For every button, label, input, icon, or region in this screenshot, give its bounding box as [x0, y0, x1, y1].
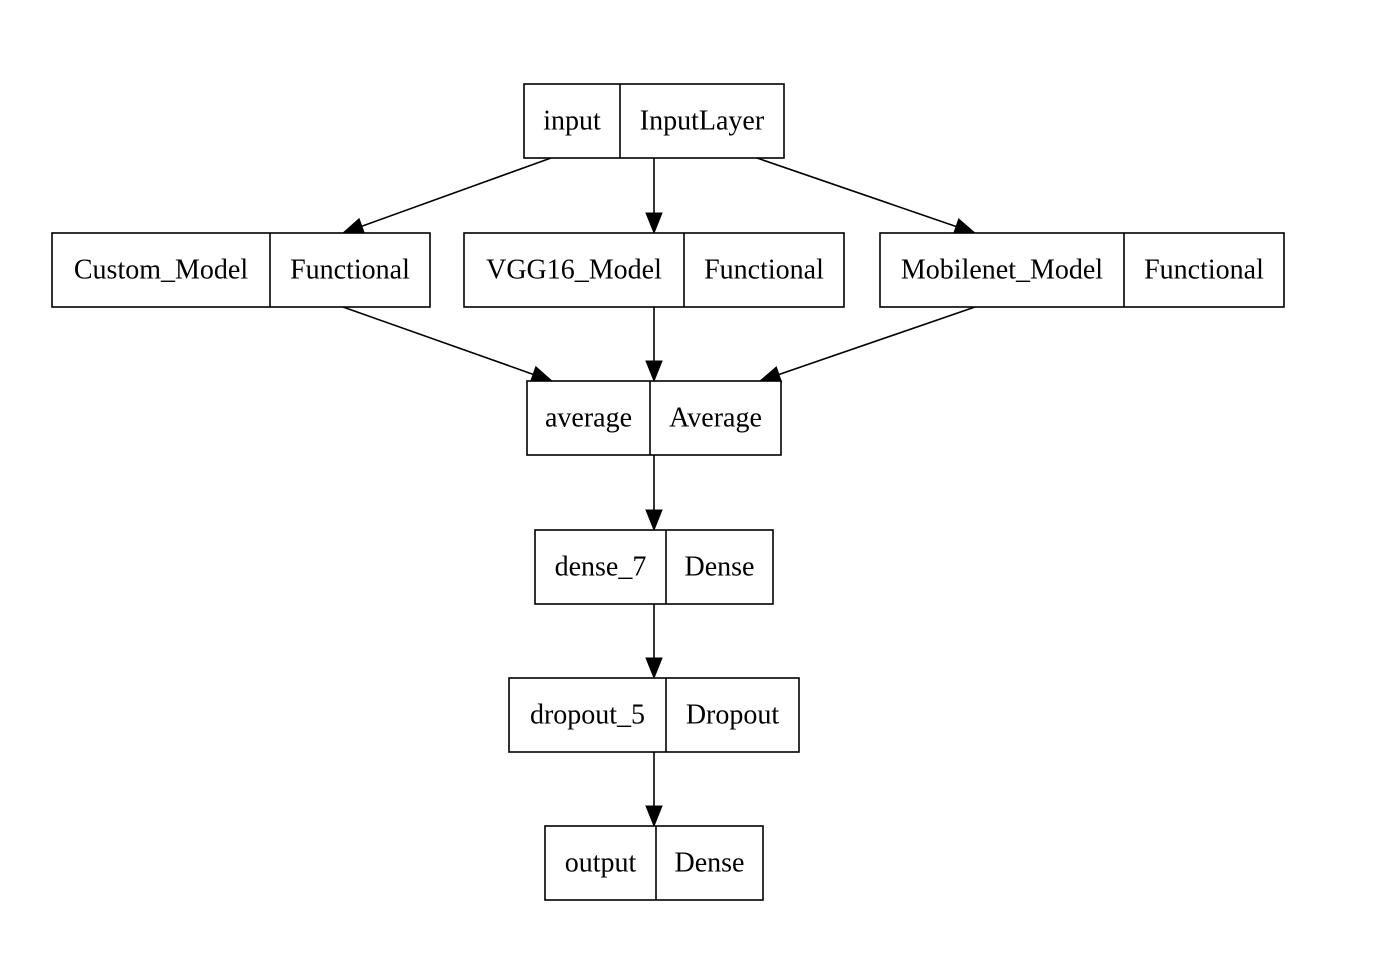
edge-average-to-dense7 [645, 455, 663, 532]
arrowhead [758, 366, 783, 383]
edge-line [778, 306, 976, 376]
arrowhead [645, 360, 663, 383]
node-average: average Average [526, 380, 782, 456]
node-name-label: dense_7 [555, 552, 647, 583]
node-type-label: Average [669, 403, 762, 434]
node-type-label: Dropout [686, 700, 780, 731]
edge-custom-to-average [342, 306, 554, 383]
node-input: input InputLayer [523, 83, 785, 159]
edge-vgg16-to-average [645, 307, 663, 383]
node-type-label: Functional [1144, 255, 1264, 286]
node-custom: Custom_Model Functional [51, 232, 431, 308]
node-mobilenet: Mobilenet_Model Functional [879, 232, 1285, 308]
edge-input-to-mobilenet [756, 157, 977, 235]
node-name-label: average [545, 403, 632, 434]
edge-dropout5-to-output [645, 752, 663, 828]
node-box [879, 232, 1285, 308]
node-name-label: output [565, 848, 637, 879]
edge-input-to-vgg16 [645, 158, 663, 235]
node-name-label: input [543, 106, 601, 137]
node-dense7: dense_7 Dense [534, 529, 774, 605]
node-box [463, 232, 845, 308]
arrowhead [645, 805, 663, 828]
node-box [523, 83, 785, 159]
node-type-label: Dense [685, 552, 755, 583]
edge-mobilenet-to-average [758, 306, 976, 383]
edge-line [756, 157, 957, 228]
edge-input-to-custom [341, 157, 552, 235]
node-output: output Dense [544, 825, 764, 901]
arrowhead [645, 212, 663, 235]
node-dropout5: dropout_5 Dropout [508, 677, 800, 753]
node-box [526, 380, 782, 456]
node-box [534, 529, 774, 605]
arrowhead [529, 365, 554, 383]
node-name-label: VGG16_Model [486, 255, 662, 286]
node-box [51, 232, 431, 308]
arrowhead [341, 217, 366, 235]
node-vgg16: VGG16_Model Functional [463, 232, 845, 308]
edges-layer [341, 157, 977, 828]
node-box [508, 677, 800, 753]
node-name-label: dropout_5 [530, 700, 645, 731]
node-box [544, 825, 764, 901]
arrowhead [645, 509, 663, 532]
edge-line [342, 306, 534, 376]
edge-dense7-to-dropout5 [645, 604, 663, 680]
arrowhead [645, 657, 663, 680]
node-type-label: Dense [675, 848, 745, 879]
arrowhead [952, 218, 977, 235]
node-name-label: Custom_Model [74, 255, 248, 286]
edge-line [361, 157, 552, 227]
node-type-label: Functional [290, 255, 410, 286]
node-type-label: Functional [704, 255, 824, 286]
node-name-label: Mobilenet_Model [901, 255, 1103, 286]
node-type-label: InputLayer [640, 106, 765, 137]
